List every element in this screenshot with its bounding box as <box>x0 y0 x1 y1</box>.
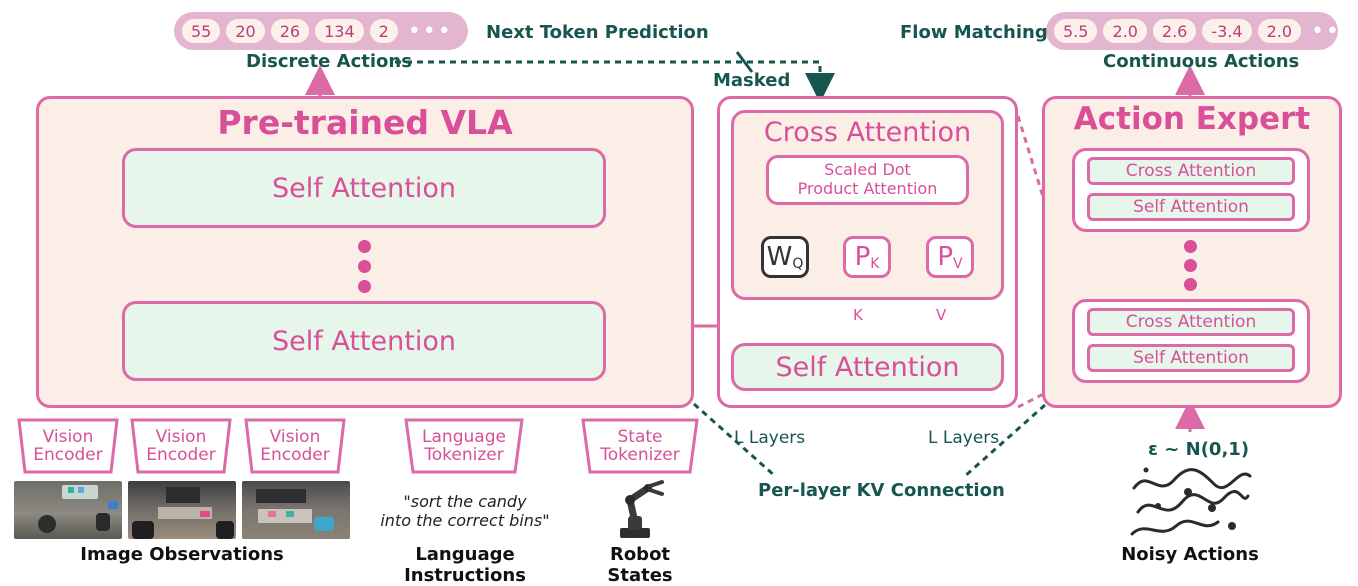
vla-self-attention-top-label: Self Attention <box>272 172 456 204</box>
discrete-token: 20 <box>226 19 265 43</box>
ellipsis-dot <box>358 240 371 253</box>
k-label: K <box>853 306 863 324</box>
expert-self-attention-bottom: Self Attention <box>1087 344 1295 372</box>
noise-label: ε ~ N(0,1) <box>1148 439 1250 460</box>
ellipsis-dot <box>358 260 371 273</box>
expert-cross-attention-bottom: Cross Attention <box>1087 308 1295 336</box>
expert-ellipsis-dot <box>1184 278 1197 291</box>
continuous-token: -3.4 <box>1202 19 1252 43</box>
continuous-token: 5.5 <box>1054 19 1098 43</box>
vla-title: Pre-trained VLA <box>217 103 513 142</box>
vision-encoder-3-shape <box>244 418 346 474</box>
encoder-shapes <box>17 418 699 474</box>
vision-encoder-2-shape <box>130 418 232 474</box>
discrete-token: 134 <box>315 19 364 43</box>
mask-slash <box>735 51 754 73</box>
pv-subscript: V <box>953 256 963 272</box>
masked-label: Masked <box>713 70 791 91</box>
discrete-ellipsis: ••• <box>407 18 453 44</box>
vision-encoder-2: Vision Encoder <box>146 427 216 465</box>
image-observations-label: Image Observations <box>80 544 284 565</box>
kv-connection-left <box>693 402 776 478</box>
pk-letter: P <box>854 242 871 272</box>
middle-self-attention: Self Attention <box>731 343 1004 391</box>
expert-ellipsis-dot <box>1184 259 1197 272</box>
wq-subscript: Q <box>792 256 804 272</box>
continuous-ellipsis: ••• <box>1311 18 1356 44</box>
vision-encoder-1: Vision Encoder <box>33 427 103 465</box>
discrete-token: 2 <box>369 19 398 43</box>
expert-ellipsis-dot <box>1184 240 1197 253</box>
scaled-dot-product-label: Scaled Dot Product Attention <box>797 160 938 198</box>
language-tokenizer-shape <box>404 418 524 474</box>
continuous-token: 2.0 <box>1257 19 1302 43</box>
l-layers-left-label: L Layers <box>734 428 806 448</box>
expert-cross-bottom-label: Cross Attention <box>1125 312 1257 332</box>
continuous-token: 2.0 <box>1103 19 1147 43</box>
noisy-actions-label: Noisy Actions <box>1121 544 1259 565</box>
expert-cross-top-label: Cross Attention <box>1125 161 1257 181</box>
robot-states-label: Robot States <box>607 544 673 586</box>
next-token-prediction-label: Next Token Prediction <box>486 22 709 43</box>
continuous-token: 2.6 <box>1152 19 1197 43</box>
vla-self-attention-top: Self Attention <box>122 148 606 228</box>
vision-encoder-3: Vision Encoder <box>260 427 330 465</box>
expert-self-attention-top: Self Attention <box>1087 193 1295 221</box>
vision-encoder-1-shape <box>17 418 119 474</box>
kv-connection-right <box>964 403 1046 478</box>
v-label: V <box>936 306 947 324</box>
language-tokenizer: Language Tokenizer <box>422 427 506 465</box>
robot-arm-icon <box>620 480 664 538</box>
discrete-actions-label: Discrete Actions <box>246 51 412 72</box>
ellipsis-dot <box>358 280 371 293</box>
cross-attention-title: Cross Attention <box>763 117 972 148</box>
expert-self-bottom-label: Self Attention <box>1133 348 1249 368</box>
noise-squiggle-icon <box>1130 467 1252 536</box>
observation-image-1 <box>14 481 122 539</box>
observation-image-3 <box>242 481 350 539</box>
language-instructions-label: Language Instructions <box>404 544 526 586</box>
expert-cross-attention-top: Cross Attention <box>1087 157 1295 185</box>
vla-self-attention-bottom-label: Self Attention <box>272 325 456 357</box>
state-tokenizer: State Tokenizer <box>600 427 680 465</box>
masked-dashed-connector <box>395 60 835 103</box>
scaled-dot-product-box <box>766 155 969 205</box>
action-expert-title: Action Expert <box>1073 101 1311 137</box>
flow-matching-label: Flow Matching <box>900 22 1048 43</box>
kv-connection-label: Per-layer KV Connection <box>758 480 1005 501</box>
observation-image-2 <box>128 481 236 539</box>
expert-self-top-label: Self Attention <box>1133 197 1249 217</box>
discrete-token: 55 <box>182 19 221 43</box>
vla-self-attention-bottom: Self Attention <box>122 301 606 381</box>
pv-letter: P <box>937 242 954 272</box>
wq-letter: W <box>766 242 793 272</box>
discrete-token: 26 <box>270 19 310 43</box>
state-tokenizer-shape <box>581 418 699 474</box>
middle-self-attention-label: Self Attention <box>775 351 960 383</box>
continuous-actions-label: Continuous Actions <box>1103 51 1300 72</box>
language-instruction-text: "sort the candy into the correct bins" <box>380 492 550 530</box>
l-layers-right-label: L Layers <box>928 428 1000 448</box>
pk-subscript: K <box>870 256 880 272</box>
